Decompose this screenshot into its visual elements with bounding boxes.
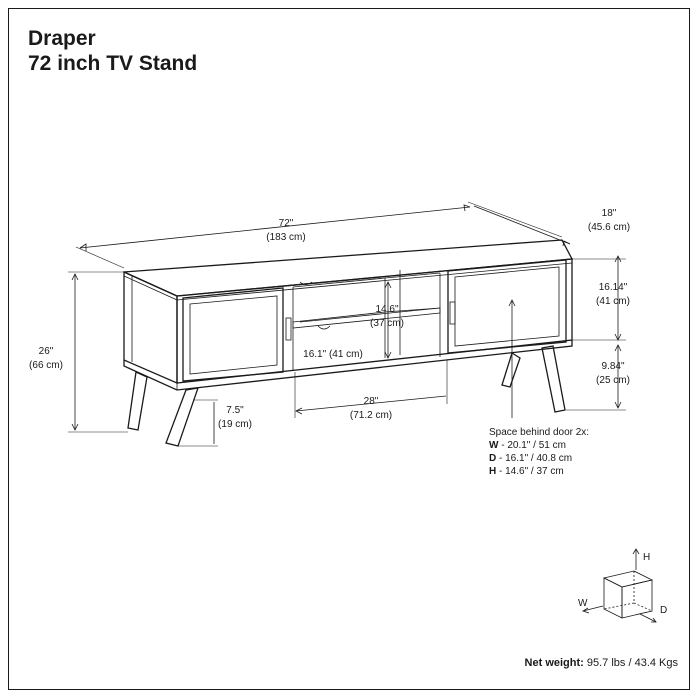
depth-in-label: 18"	[602, 208, 617, 219]
width-cm-label: (183 cm)	[266, 232, 305, 243]
shelf-depth-label: 16.1" (41 cm)	[303, 349, 363, 360]
tv-stand-illustration	[123, 239, 574, 447]
height-in-label: 26"	[39, 346, 54, 357]
product-name: Draper	[28, 27, 96, 50]
inner-width-cm-label: (71.2 cm)	[350, 410, 392, 421]
right-door	[447, 259, 567, 354]
leg-back-right	[501, 352, 521, 388]
orientation-cube	[582, 548, 657, 623]
center-shelf	[292, 307, 441, 329]
body-height-cm-label: (41 cm)	[596, 296, 630, 307]
axis-d-label: D	[660, 605, 667, 616]
net-weight-label: Net weight:	[524, 657, 584, 669]
leg-height-in-label: 9.84"	[601, 361, 624, 372]
stand-top	[123, 239, 574, 297]
page-border	[8, 8, 690, 690]
door-space-width: W - 20.1" / 51 cm	[489, 440, 566, 451]
leg-spacing-cm-label: (19 cm)	[218, 419, 252, 430]
leg-front-right	[541, 345, 566, 413]
product-subtitle: 72 inch TV Stand	[28, 52, 198, 75]
door-space-depth: D - 16.1" / 40.8 cm	[489, 453, 573, 464]
leg-spacing-in-label: 7.5"	[226, 405, 244, 416]
axis-w-label: W	[578, 598, 588, 609]
door-space-notes: Space behind door 2x: W - 20.1" / 51 cm …	[489, 426, 589, 478]
net-weight-value: 95.7 lbs / 43.4 Kgs	[583, 657, 678, 669]
leg-back-left	[127, 371, 148, 431]
axis-h-label: H	[643, 552, 650, 563]
inner-width-in-label: 28"	[364, 396, 379, 407]
body-height-in-label: 16.14"	[599, 282, 628, 293]
left-door-handle	[285, 317, 292, 341]
depth-cm-label: (45.6 cm)	[588, 222, 630, 233]
right-door-handle	[449, 301, 456, 325]
width-in-label: 72"	[279, 218, 294, 229]
dimension-lines	[68, 201, 626, 447]
height-cm-label: (66 cm)	[29, 360, 63, 371]
shelf-height-in-label: 14.6"	[375, 304, 398, 315]
left-door	[182, 287, 284, 382]
door-space-heading: Space behind door 2x:	[489, 427, 590, 438]
door-space-height: H - 14.6" / 37 cm	[489, 466, 564, 477]
net-weight: Net weight: 95.7 lbs / 43.4 Kgs	[525, 657, 678, 669]
shelf-height-cm-label: (37 cm)	[370, 318, 404, 329]
leg-height-cm-label: (25 cm)	[596, 375, 630, 386]
leg-front-left	[165, 387, 199, 447]
